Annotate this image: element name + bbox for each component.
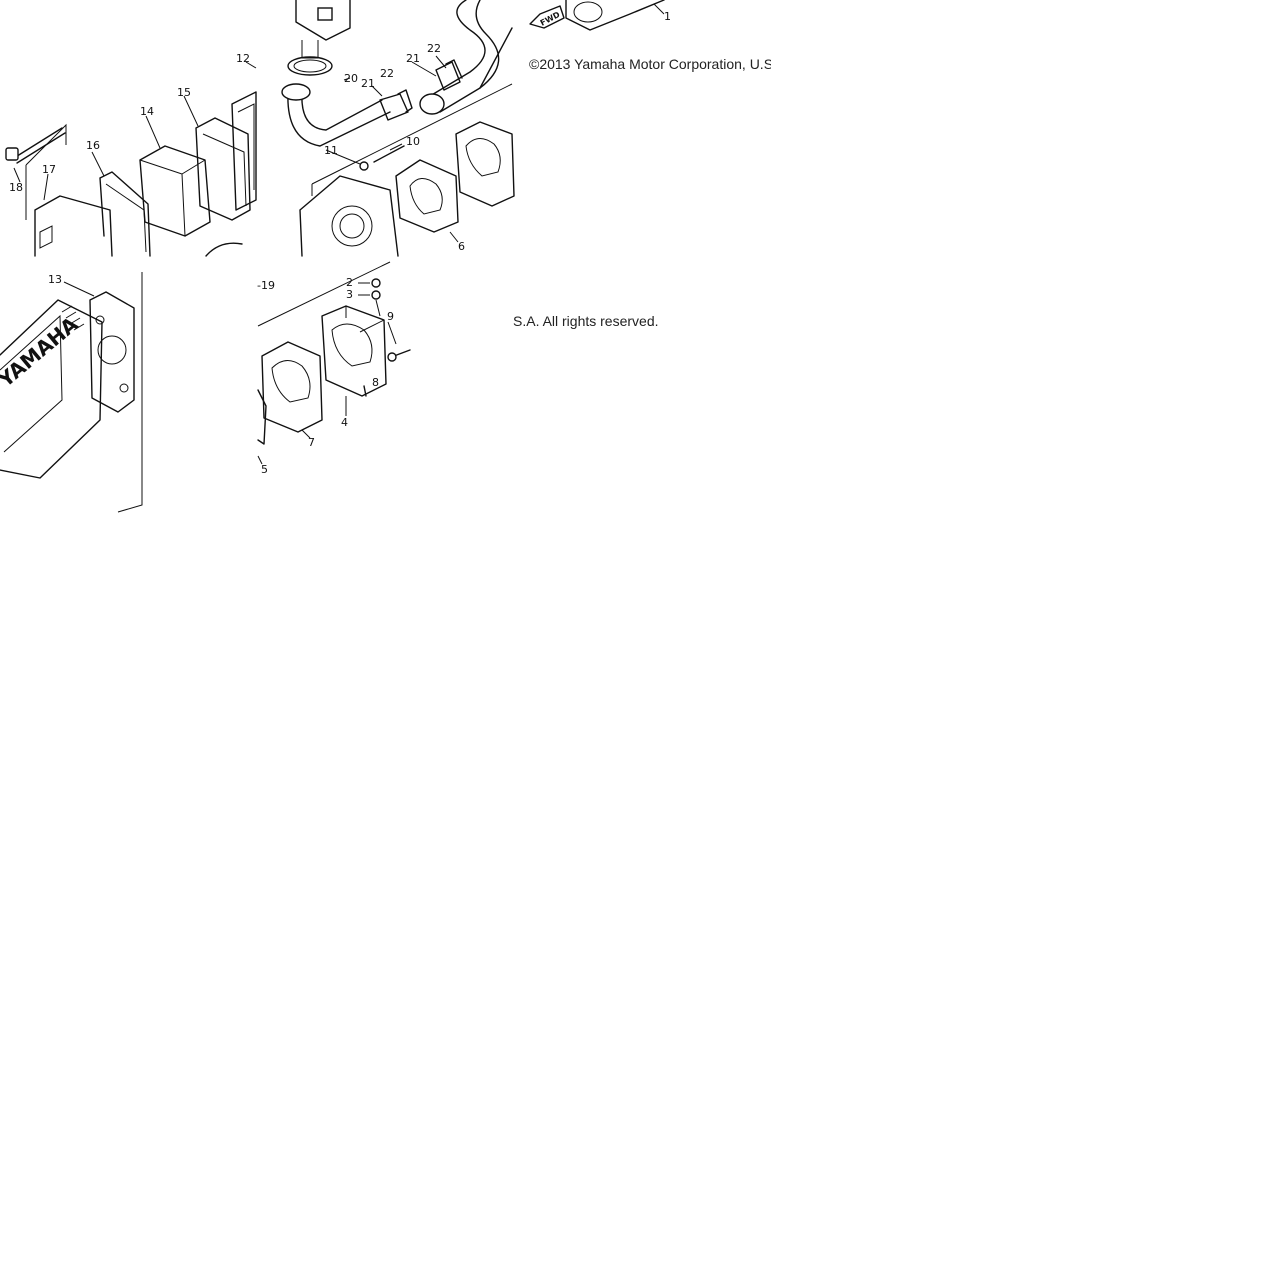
leader-lines-bottom-middle xyxy=(257,299,397,465)
hose-assembly xyxy=(281,0,515,257)
upper-hose xyxy=(429,0,500,113)
lower-hose-end xyxy=(281,83,311,101)
callout-21-lower: 21 xyxy=(361,77,375,90)
callout-22-lower: 22 xyxy=(380,67,394,80)
bolt-9-head xyxy=(387,352,397,362)
plate-12 xyxy=(231,91,257,211)
callout-1: 1 xyxy=(664,10,671,23)
muffler-assembly-bottom: YAMAHA xyxy=(0,272,143,513)
part-17-vent xyxy=(39,225,53,249)
leader-13 xyxy=(63,281,95,297)
gasket-13-bolt-hole-a xyxy=(95,315,105,325)
callout-7: 7 xyxy=(308,436,315,449)
clamp-20 xyxy=(287,56,333,76)
upper-hose-edge xyxy=(479,27,513,89)
bolt-18-head xyxy=(5,147,19,161)
clamp-22-lower xyxy=(397,89,413,113)
gasket-7-cutout xyxy=(271,360,311,403)
housing-4-edges xyxy=(345,306,385,333)
part-1-body xyxy=(565,0,665,31)
callout-11: 11 xyxy=(324,144,338,157)
gasket-15 xyxy=(195,117,251,221)
callout-12: 12 xyxy=(236,52,250,65)
clamp-21-lower xyxy=(379,93,409,121)
chamber-fragment xyxy=(295,0,351,41)
muffler-assembly-top xyxy=(5,61,257,257)
nut-11 xyxy=(359,161,369,171)
upper-hose-end xyxy=(419,93,445,115)
callout-5: 5 xyxy=(261,463,268,476)
callout-17: 17 xyxy=(42,163,56,176)
cover-14 xyxy=(139,145,211,237)
hose-fragment xyxy=(205,242,243,257)
callout-15: 15 xyxy=(177,86,191,99)
callout-20: 20 xyxy=(344,72,358,85)
bracket-line xyxy=(25,123,67,220)
chamber-vent xyxy=(317,7,333,21)
muffler-ribs xyxy=(61,305,85,331)
housing-tab xyxy=(311,169,341,196)
frame-line-bottom-middle xyxy=(257,261,391,327)
callout-14: 14 xyxy=(140,105,154,118)
cover-plate xyxy=(455,121,515,207)
frame-line-bottom-left xyxy=(117,272,143,513)
muffler-body xyxy=(0,299,103,479)
copyright-line-1: ©2013 Yamaha Motor Corporation, U.S xyxy=(529,56,771,72)
washer-3 xyxy=(371,290,381,300)
bolt-9 xyxy=(393,349,411,357)
gasket-7 xyxy=(261,341,323,433)
pin-8 xyxy=(363,385,367,397)
callout-6: 6 xyxy=(458,240,465,253)
gasket-5-fragment xyxy=(257,389,267,445)
pump-housing xyxy=(299,175,399,257)
clamp-20-inner xyxy=(293,59,327,73)
gasket-13-bolt-hole-b xyxy=(119,383,129,393)
leader-1 xyxy=(653,3,665,15)
fwd-arrow xyxy=(529,5,565,29)
leader-lines-top-left xyxy=(13,61,257,201)
copyright-line-2: S.A. All rights reserved. xyxy=(513,313,659,329)
callout-16: 16 xyxy=(86,139,100,152)
cover-plate-cutout xyxy=(465,138,501,177)
callout-22-upper: 22 xyxy=(427,42,441,55)
muffler-face xyxy=(0,314,63,453)
clamp-20-tab xyxy=(301,40,319,59)
pump-housing-bore xyxy=(331,205,373,247)
gasket-6 xyxy=(395,159,459,233)
callout-18: 18 xyxy=(9,181,23,194)
part-17-box xyxy=(34,195,113,257)
callout-4: 4 xyxy=(341,416,348,429)
pump-housing-bore-inner xyxy=(339,213,365,239)
gasket-6-cutout xyxy=(409,178,443,215)
lower-hose xyxy=(287,91,391,147)
jet-unit-fragment: FWD xyxy=(529,0,665,31)
clamp-21-upper xyxy=(435,61,461,91)
gasket-13-hole xyxy=(97,335,127,365)
plate-12-inner xyxy=(237,103,255,190)
leader-2-3 xyxy=(358,282,370,296)
callout-9: 9 xyxy=(387,310,394,323)
callout-8: 8 xyxy=(372,376,379,389)
leader-lines-top-middle xyxy=(325,55,459,243)
clamp-22-upper xyxy=(445,59,463,79)
housing-assembly-bottom xyxy=(257,261,411,465)
gasket-15-inner xyxy=(202,133,247,207)
callout-13: 13 xyxy=(48,273,62,286)
callout-19: -19 xyxy=(257,279,275,292)
callout-3: 3 xyxy=(346,288,353,301)
part-1-bore xyxy=(573,1,603,23)
callout-21-upper: 21 xyxy=(406,52,420,65)
gasket-16 xyxy=(99,171,151,257)
bolt-10 xyxy=(373,145,405,163)
cover-14-edges xyxy=(139,159,206,237)
bolt-2 xyxy=(371,278,381,288)
callout-10: 10 xyxy=(406,135,420,148)
bolt-18-shaft xyxy=(13,127,66,164)
frame-line-top-middle xyxy=(339,83,513,171)
callout-2: 2 xyxy=(346,276,353,289)
callout-numbers: 1 2 3 4 5 6 7 8 9 10 11 12 13 14 15 16 1… xyxy=(9,10,671,476)
housing-4-cutout xyxy=(331,323,373,367)
gasket-13 xyxy=(89,291,135,413)
